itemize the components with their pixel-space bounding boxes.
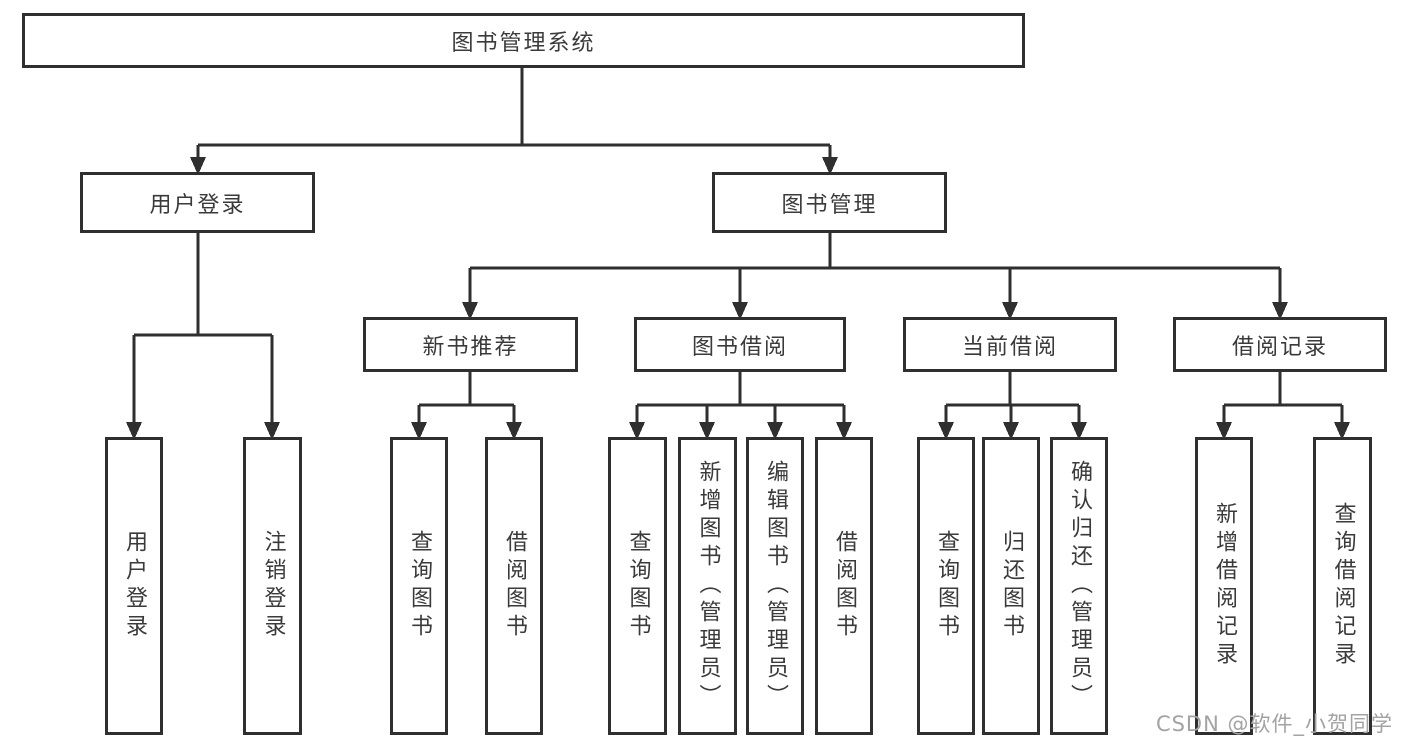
arrowhead-leaf-user-login xyxy=(126,422,142,440)
arrowhead-borrow-books xyxy=(836,422,852,440)
leaf-label: 新增图书（管理员） xyxy=(695,460,721,712)
leaf-logout: 注销登录 xyxy=(243,437,302,735)
connector-book-borrow-children xyxy=(635,372,846,424)
arrowhead-return-books xyxy=(1003,422,1019,440)
leaf-confirm-return-admin: 确认归还（管理员） xyxy=(1050,437,1108,735)
node-book-mgmt: 图书管理 xyxy=(712,172,947,233)
leaf-label: 查询图书 xyxy=(934,530,959,642)
leaf-query-books-borrow: 查询图书 xyxy=(608,437,667,735)
leaf-label: 注销登录 xyxy=(260,530,286,642)
leaf-query-books-current: 查询图书 xyxy=(917,437,975,735)
connector-book-mgmt-children xyxy=(468,233,1282,304)
node-borrow-records: 借阅记录 xyxy=(1173,317,1387,372)
arrowhead-query-books-rec xyxy=(411,422,427,440)
node-current-borrow: 当前借阅 xyxy=(903,317,1117,372)
arrowhead-new-book-rec xyxy=(462,302,478,320)
leaf-label: 借阅图书 xyxy=(832,530,857,642)
connector-new-book-rec-children xyxy=(417,372,516,424)
arrowhead-query-books-current xyxy=(938,422,954,440)
watermark-text: CSDN @软件_小贺同学 xyxy=(1155,712,1393,736)
leaf-user-login: 用户登录 xyxy=(105,437,163,735)
arrowhead-borrow-records xyxy=(1272,302,1288,320)
leaf-label: 借阅图书 xyxy=(502,530,527,642)
connector-current-borrow-children xyxy=(944,372,1081,424)
leaf-label: 新增借阅记录 xyxy=(1212,502,1237,670)
connector-user-login-children xyxy=(132,233,274,424)
leaf-edit-book-admin: 编辑图书（管理员） xyxy=(746,437,804,735)
leaf-query-borrow-record: 查询借阅记录 xyxy=(1313,437,1372,735)
arrowhead-user-login xyxy=(190,157,206,175)
leaf-borrow-books: 借阅图书 xyxy=(815,437,873,735)
arrowhead-confirm-return-admin xyxy=(1071,422,1087,440)
leaf-label: 查询借阅记录 xyxy=(1330,502,1356,670)
connector-borrow-records-children xyxy=(1222,372,1344,424)
arrowhead-edit-book-admin xyxy=(767,422,783,440)
leaf-add-borrow-record: 新增借阅记录 xyxy=(1195,437,1253,735)
arrowhead-leaf-logout xyxy=(264,422,280,440)
arrowhead-query-borrow-record xyxy=(1334,422,1350,440)
leaf-label: 归还图书 xyxy=(999,530,1024,642)
node-book-borrow: 图书借阅 xyxy=(634,317,846,372)
leaf-label: 编辑图书（管理员） xyxy=(763,460,788,712)
leaf-borrow-books-rec: 借阅图书 xyxy=(485,437,543,735)
connector-root-to-level2 xyxy=(196,68,832,159)
leaf-query-books-rec: 查询图书 xyxy=(390,437,448,735)
leaf-label: 用户登录 xyxy=(122,530,147,642)
leaf-label: 查询图书 xyxy=(407,530,432,642)
node-new-book-rec: 新书推荐 xyxy=(363,317,578,372)
arrowhead-query-books-borrow xyxy=(629,422,645,440)
arrowhead-add-book-admin xyxy=(699,422,715,440)
node-root: 图书管理系统 xyxy=(22,13,1025,68)
arrowhead-add-borrow-record xyxy=(1216,422,1232,440)
leaf-label: 查询图书 xyxy=(625,530,651,642)
leaf-label: 确认归还（管理员） xyxy=(1067,460,1092,712)
arrowhead-borrow-books-rec xyxy=(506,422,522,440)
arrowhead-book-mgmt xyxy=(822,157,838,175)
node-user-login: 用户登录 xyxy=(80,172,315,233)
arrowhead-current-borrow xyxy=(1002,302,1018,320)
leaf-return-books: 归还图书 xyxy=(982,437,1040,735)
leaf-add-book-admin: 新增图书（管理员） xyxy=(678,437,737,735)
arrowhead-book-borrow xyxy=(732,302,748,320)
